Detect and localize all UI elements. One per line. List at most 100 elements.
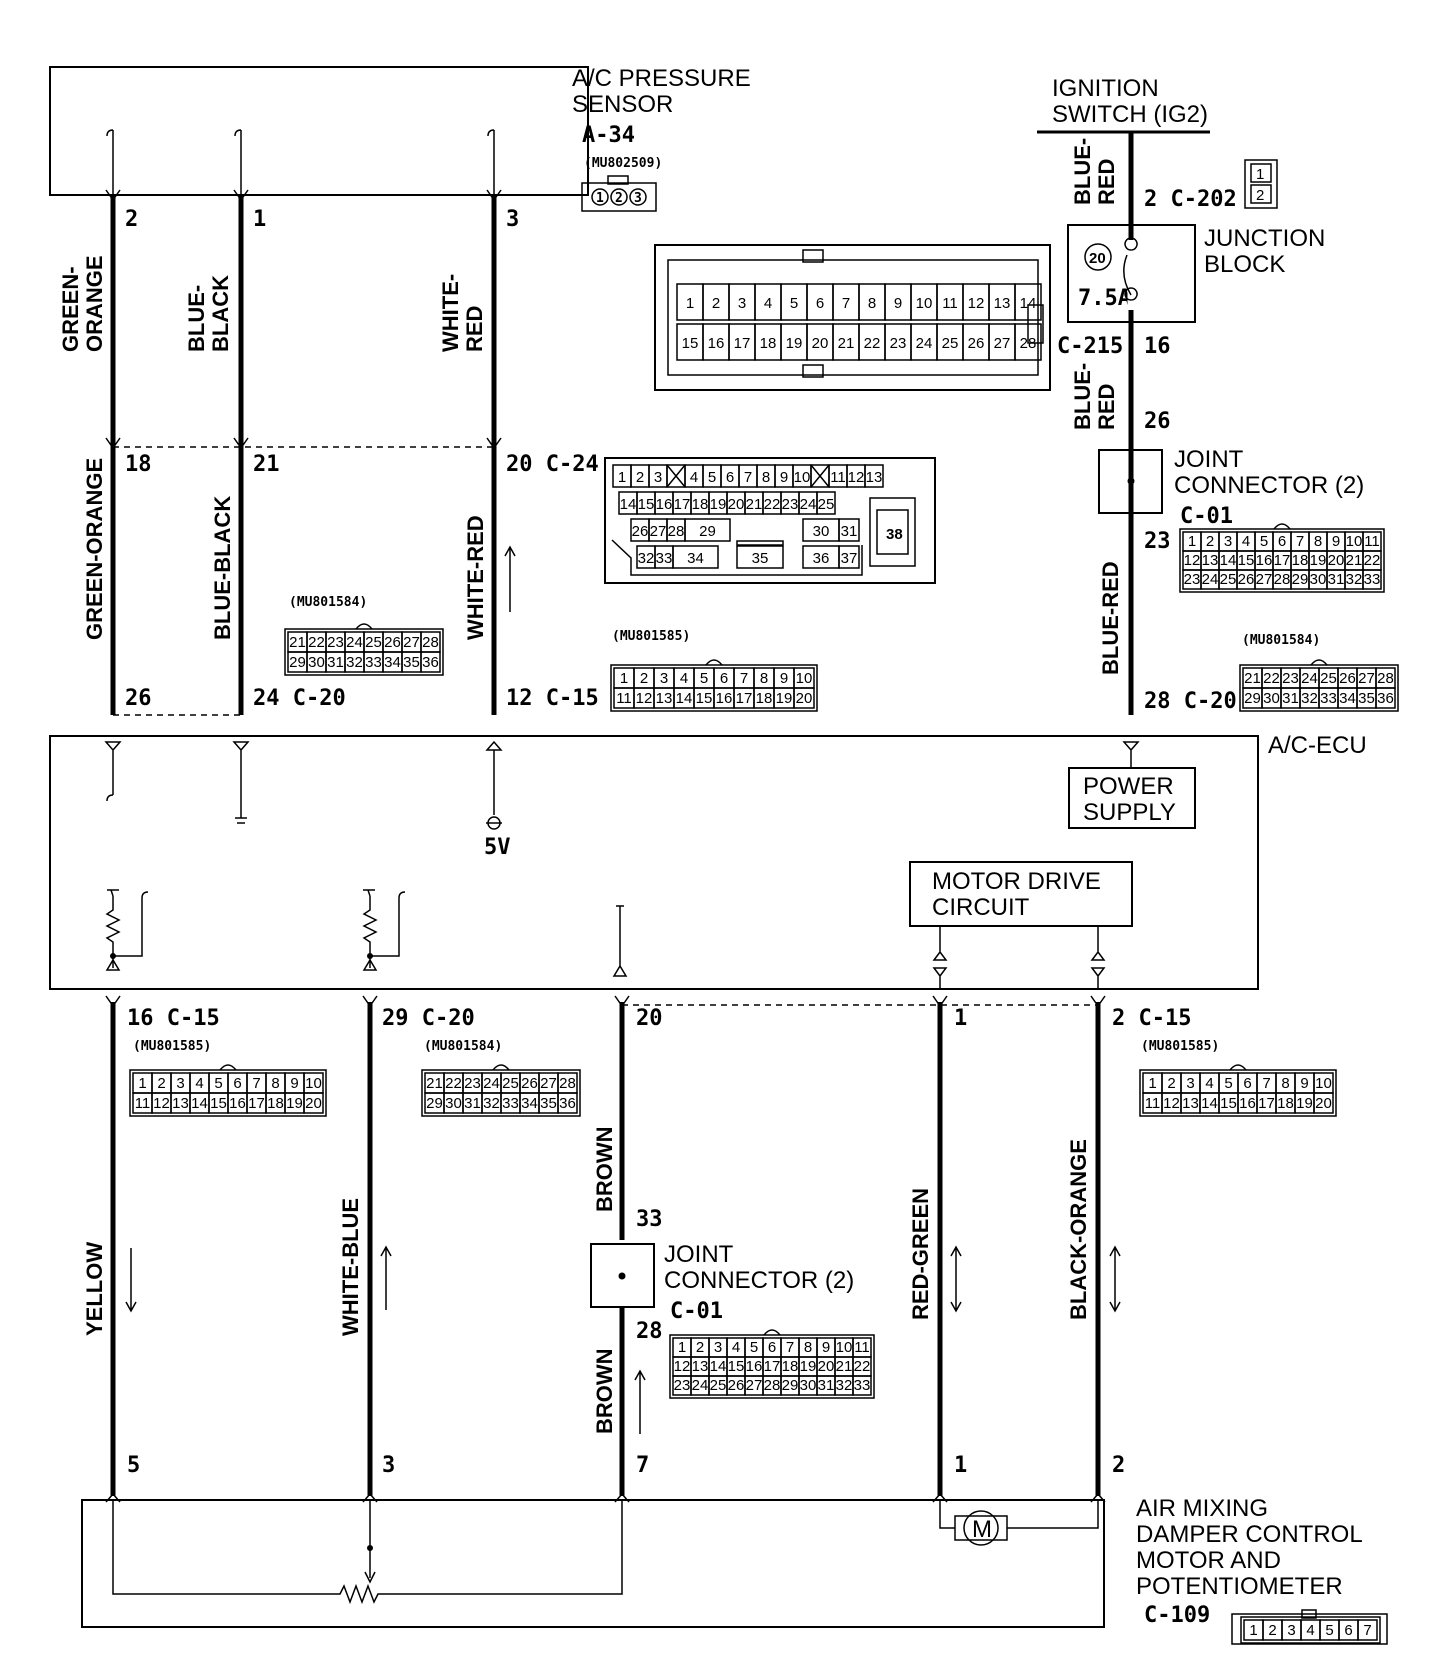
motor-symbol: M xyxy=(972,1516,992,1543)
connector-pin-cell xyxy=(420,651,441,673)
connector-pin-cell xyxy=(838,518,860,542)
connector-pin-label: 32 xyxy=(638,550,655,567)
connector-pin-label: 28 xyxy=(764,1377,781,1394)
arrow-up-white-red xyxy=(504,545,516,612)
connector-pin-label: 7 xyxy=(842,295,850,312)
connector-pin-cell xyxy=(864,464,884,488)
connector-pin-label: 7 xyxy=(740,670,748,687)
connector-pin-label: 9 xyxy=(1332,533,1340,550)
connector-pin-label: 27 xyxy=(746,1377,763,1394)
joint-bottom-dot xyxy=(618,1272,626,1280)
ecu-5v-label: 5V xyxy=(484,835,511,860)
wire-label-green-orange-1: GREEN- xyxy=(58,266,83,352)
connector-pin-label: 4 xyxy=(764,295,772,312)
pin-2-c202: 2 C-202 xyxy=(1144,187,1237,212)
connector-pin-label: 8 xyxy=(804,1339,812,1356)
connector-pin-label: 2 xyxy=(636,469,644,486)
connector-pin-label: 36 xyxy=(1377,690,1394,707)
bottom-split-marks xyxy=(105,995,1106,1008)
connector-pin-label: 29 xyxy=(1292,571,1309,588)
pressure-sensor-box xyxy=(49,66,589,196)
connector-pin-label: 14 xyxy=(710,1358,727,1375)
arrow-down-yellow xyxy=(125,1248,137,1313)
connector-pin-label: 1 xyxy=(138,1075,146,1092)
connector-pin-label: 2 xyxy=(1268,1622,1276,1639)
connector-pin-label: 24 xyxy=(800,496,817,513)
connector-pin-label: 4 xyxy=(1306,1622,1314,1639)
connector-pin-label: 30 xyxy=(308,654,325,671)
connector-pin-label: 25 xyxy=(1320,670,1337,687)
pin-20-bottom: 20 xyxy=(636,1006,663,1031)
connector-pin-label: 19 xyxy=(786,335,803,352)
connector-pin-label: 37 xyxy=(841,550,858,567)
connector-pin-label: 14 xyxy=(1220,552,1237,569)
pin-16: 16 xyxy=(1144,334,1171,359)
connector-pin-label: 24 xyxy=(1202,571,1219,588)
connector-pin-label: 22 xyxy=(1263,670,1280,687)
connector-pin-cell xyxy=(1362,569,1382,590)
joint-bottom-code: C-01 xyxy=(670,1299,723,1324)
connector-pin-label: 20 xyxy=(1328,552,1345,569)
connector-pin-label: 22 xyxy=(445,1075,462,1092)
motor-drive-box xyxy=(909,861,1133,927)
connector-pin-label: 31 xyxy=(327,654,344,671)
wire-label-white-red-1: WHITE- xyxy=(438,274,463,352)
connector-pin-label: 3 xyxy=(714,1339,722,1356)
connector-pin-label: 2 xyxy=(1206,533,1214,550)
motor-body xyxy=(954,1515,1008,1541)
connector-pin-label: 34 xyxy=(687,550,704,567)
connector-pin-cell xyxy=(684,518,731,542)
connector-pin-label: 32 xyxy=(836,1377,853,1394)
wire-label-blue-red: BLUE-RED xyxy=(1098,561,1123,675)
connector-pin-label: 14 xyxy=(620,496,637,513)
connector-pin-label: 11 xyxy=(135,1095,151,1112)
connector-pin-label: 18 xyxy=(760,335,777,352)
connector-pin-label: 33 xyxy=(1364,571,1381,588)
connector-pin-label: 19 xyxy=(710,496,727,513)
connector-pin-label: 34 xyxy=(1339,690,1356,707)
connector-pin-label: 22 xyxy=(864,335,881,352)
connector-pin-label: 18 xyxy=(756,690,773,707)
connector-pin-label: 14 xyxy=(1020,295,1037,312)
connector-pin-label: 4 xyxy=(195,1075,203,1092)
connector-pin-label: 23 xyxy=(1184,571,1201,588)
joint-top-dot xyxy=(1127,477,1135,485)
connector-pin-label: 17 xyxy=(764,1358,781,1375)
connector-pin-label: 3 xyxy=(738,295,746,312)
connector-pin-label: 31 xyxy=(1328,571,1345,588)
wire-label-brown-lower: BROWN xyxy=(592,1348,617,1434)
fuse-rating: 7.5A xyxy=(1078,286,1131,311)
pin-21: 21 xyxy=(253,452,280,477)
connector-pin-label: 21 xyxy=(1244,670,1261,687)
c15-part-right: (MU801585) xyxy=(1141,1039,1219,1054)
connector-pin-label: 19 xyxy=(776,690,793,707)
connector-pin-label: 31 xyxy=(1282,690,1299,707)
connector-pin-label: 26 xyxy=(728,1377,745,1394)
connector-pin-label: 10 xyxy=(1346,533,1363,550)
damper-split-marks xyxy=(105,1492,1106,1503)
connector-pin-label: 6 xyxy=(768,1339,776,1356)
connector-pin-label: 32 xyxy=(346,654,363,671)
connector-pin-cell xyxy=(303,1092,324,1114)
connector-pin-label: 5 xyxy=(750,1339,758,1356)
connector-pin-label: 24 xyxy=(346,634,363,651)
connector-pin-cell xyxy=(816,491,836,515)
connector-pin-label: 2 xyxy=(696,1339,704,1356)
connector-pin-label: 3 xyxy=(176,1075,184,1092)
pin-12-c15: 12 C-15 xyxy=(506,686,599,711)
connector-pin-label: 8 xyxy=(1314,533,1322,550)
wire-label-blue-red-3: BLUE- xyxy=(1070,363,1095,430)
connector-pin-label: 24 xyxy=(916,335,933,352)
connector-pin-label: 16 xyxy=(1239,1095,1256,1112)
connector-pin-label: 21 xyxy=(838,335,855,352)
connector-pin-label: 12 xyxy=(968,295,985,312)
joint-connector-bottom-box xyxy=(590,1243,655,1308)
connector-pin-label: 24 xyxy=(692,1377,709,1394)
connector-pin-label: 11 xyxy=(1364,533,1380,550)
joint-top-title-1: JOINT xyxy=(1174,446,1244,473)
connector-pin-label: 34 xyxy=(384,654,401,671)
pin-5: 5 xyxy=(127,1453,140,1478)
